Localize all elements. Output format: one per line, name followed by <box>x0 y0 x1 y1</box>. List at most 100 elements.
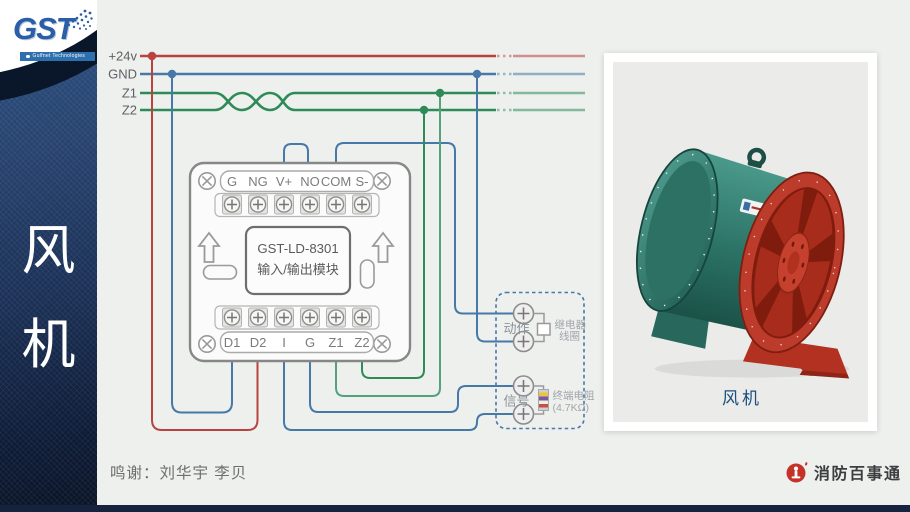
wire-g-to-signal <box>309 361 514 413</box>
mounting-slot-horizontal <box>202 264 238 280</box>
junction-dot-gnd-2 <box>472 69 482 79</box>
fan-photo-area: 风机 <box>613 62 868 422</box>
gst-logo-text: GST <box>13 11 75 46</box>
up-arrow-icon <box>197 231 221 263</box>
wire-24v-to-d2 <box>151 56 259 431</box>
terminal-label-z2: Z2 <box>354 335 369 350</box>
bus-line-z-break <box>497 91 512 112</box>
module-model: GST-LD-8301 <box>257 241 338 256</box>
brand-name: 消防百事通 <box>814 466 902 483</box>
relay-coil-label-line1: 继电器 <box>555 318 587 331</box>
bus-label-z2: Z2 <box>122 103 137 118</box>
terminal-label-z1: Z1 <box>328 335 343 350</box>
terminal-label-vplus: V+ <box>276 174 292 189</box>
terminal-label-g2: G <box>305 335 315 350</box>
gst-tagline-dot-icon <box>26 54 30 59</box>
bottom-bar <box>0 505 910 512</box>
terminal-label-com: COM <box>321 174 351 189</box>
fan-hub-bolts <box>782 241 805 284</box>
resistor-label-line2: (4.7KΩ) <box>553 402 589 414</box>
bus-label-gnd: GND <box>108 67 137 82</box>
gst-logo: GST Gulfnet Technologies <box>0 0 97 66</box>
fan-eye-base <box>747 159 763 169</box>
terminal-label-d1: D1 <box>224 335 241 350</box>
module-name: 输入/输出模块 <box>257 262 339 277</box>
corner-screw-icon <box>198 172 216 190</box>
wire-z1 <box>335 93 441 397</box>
wire-gnd-to-action <box>476 74 514 343</box>
fan-caption: 风机 <box>722 389 762 408</box>
wire-jumper-vplus-no <box>283 143 309 163</box>
junction-dot-gnd-1 <box>167 69 177 79</box>
screw-terminal-icon <box>247 307 269 328</box>
screw-terminal-icon <box>221 194 243 215</box>
fan-cylinder-group <box>636 147 845 354</box>
gst-logo-tagline: Gulfnet Technologies <box>20 52 95 61</box>
screw-terminal-icon <box>351 194 373 215</box>
mounting-slot-vertical <box>359 259 375 289</box>
module-nameplate <box>244 225 352 296</box>
top-screw-strip <box>214 192 380 218</box>
terminal-label-d2: D2 <box>250 335 267 350</box>
fan-foot-teal <box>651 309 709 349</box>
module: G NG V+ NO COM S- GST-LD-8301 输入/输出模块 <box>188 161 412 363</box>
fan-sticker-logo <box>742 201 751 211</box>
corner-screw-icon <box>198 334 216 354</box>
wire-i-to-signal <box>283 361 514 431</box>
relay-coil-label-line2: 线圈 <box>559 330 580 343</box>
screw-terminal-icon <box>325 307 347 328</box>
bottom-terminal-label-strip <box>219 331 375 354</box>
fan-illustration <box>636 147 850 379</box>
corner-screw-icon <box>372 172 392 190</box>
brand-logo: 消防百事通 <box>785 460 902 484</box>
top-terminal-labels: G NG V+ NO COM S- <box>227 174 369 189</box>
screw-terminal-icon <box>299 194 321 215</box>
dashed-box <box>495 291 585 430</box>
sidebar-title-char-1: 风 <box>21 221 76 281</box>
top-terminal-label-strip <box>219 170 375 193</box>
screw-terminal-icon <box>325 194 347 215</box>
resistor-label-line1: 终端电阻 <box>553 389 595 402</box>
wire-gnd-to-d1 <box>171 74 233 414</box>
junction-dots <box>147 51 482 115</box>
junction-dot-z2 <box>419 105 429 115</box>
fan-flange-bolts <box>639 153 715 307</box>
screw-terminal-icon <box>273 307 295 328</box>
gst-globe-dots-icon <box>67 9 93 30</box>
fan-sticker-line <box>751 206 762 211</box>
bus-label-z1: Z1 <box>122 86 137 101</box>
terminal-label-no: NO <box>300 174 320 189</box>
wire-z2 <box>361 110 425 379</box>
sidebar: GST Gulfnet Technologies 风 机 <box>0 0 97 512</box>
fan-foot-red-lip <box>799 370 850 379</box>
relay-coil-symbol <box>536 322 551 336</box>
bus-line-z2-twisted <box>140 91 496 112</box>
terminal-label-i: I <box>282 335 286 350</box>
screw-terminal-icon <box>351 307 373 328</box>
screw-terminal-icon <box>273 194 295 215</box>
field-device-box: 动作 继电器 线圈 信号 终端电阻 (4.7KΩ) <box>495 291 595 430</box>
terminal-label-g: G <box>227 174 237 189</box>
up-arrow-icon <box>371 231 395 263</box>
bottom-terminal-labels: D1 D2 I G Z1 Z2 <box>224 335 370 350</box>
wire-com-to-action <box>335 142 514 315</box>
bus-label-24v: +24v <box>108 49 137 64</box>
wires <box>151 56 514 431</box>
corner-screw-icon <box>372 334 392 354</box>
junction-dot-z1 <box>435 88 445 98</box>
resistor-symbol <box>538 389 549 411</box>
bottom-screw-strip <box>214 305 380 330</box>
action-label: 动作 <box>504 321 530 336</box>
resistor-leads <box>533 385 545 415</box>
fan-impeller <box>754 189 833 337</box>
sidebar-title-char-2: 机 <box>21 315 76 375</box>
signal-label: 信号 <box>504 394 530 409</box>
junction-dot-24v <box>147 51 157 61</box>
screw-terminal-icon <box>299 307 321 328</box>
terminal-label-ng: NG <box>248 174 268 189</box>
credit-text: 鸣谢：刘华宇 李贝 <box>110 465 248 482</box>
bus-lines <box>140 54 585 112</box>
brand-icon <box>786 462 808 483</box>
